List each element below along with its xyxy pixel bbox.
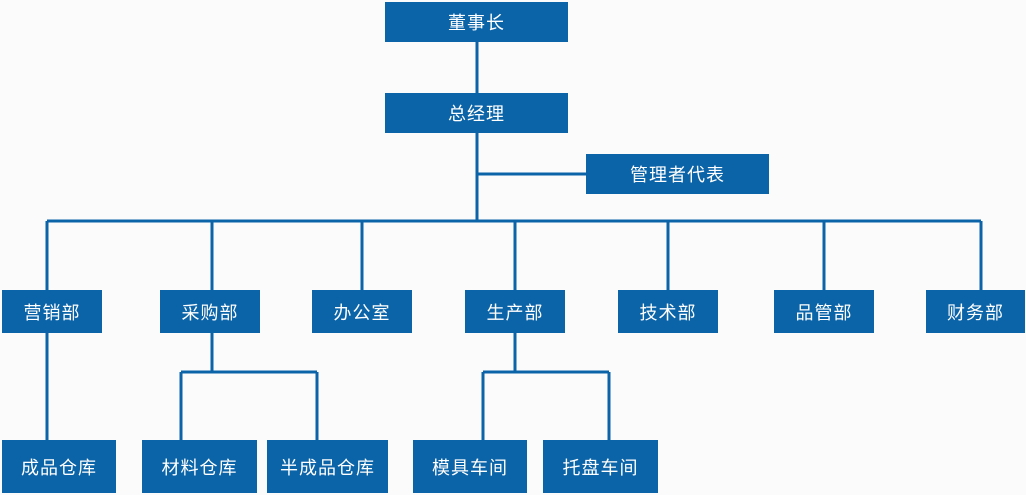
node-semi-finished-warehouse: 半成品仓库 bbox=[267, 440, 388, 493]
node-chairman: 董事长 bbox=[385, 2, 568, 42]
node-finance-dept: 财务部 bbox=[926, 290, 1025, 333]
node-office: 办公室 bbox=[312, 290, 412, 333]
node-finished-goods-warehouse: 成品仓库 bbox=[2, 440, 116, 493]
node-sales-dept: 营销部 bbox=[2, 290, 102, 333]
node-procurement-dept: 采购部 bbox=[160, 290, 260, 333]
node-technology-dept: 技术部 bbox=[618, 290, 718, 333]
node-production-dept: 生产部 bbox=[465, 290, 565, 333]
node-material-warehouse: 材料仓库 bbox=[142, 440, 257, 493]
node-pallet-workshop: 托盘车间 bbox=[543, 440, 658, 493]
node-management-representative: 管理者代表 bbox=[586, 154, 769, 194]
node-quality-dept: 品管部 bbox=[774, 290, 874, 333]
node-general-manager: 总经理 bbox=[385, 93, 568, 133]
node-mold-workshop: 模具车间 bbox=[413, 440, 527, 493]
